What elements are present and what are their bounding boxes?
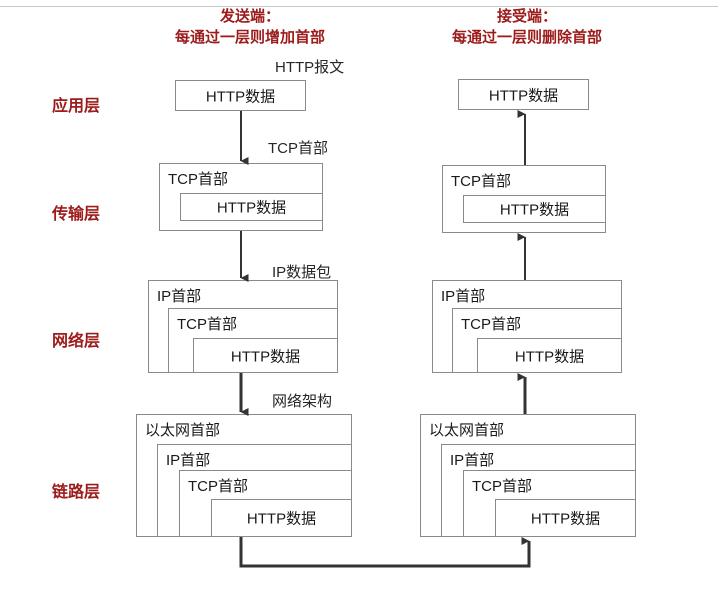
sender-link-http-box: HTTP数据 xyxy=(211,499,352,537)
receiver-link-tcp-label: TCP首部 xyxy=(472,478,533,495)
layer-label-transport: 传输层 xyxy=(52,206,101,223)
sender-transport-tcp-label: TCP首部 xyxy=(168,171,229,188)
receiver-transport-http-box: HTTP数据 xyxy=(463,195,606,223)
sender-network-http-label: HTTP数据 xyxy=(230,348,301,365)
layer-label-application: 应用层 xyxy=(52,98,101,115)
sender-heading: 发送端： 每通过一层则增加首部 xyxy=(140,6,360,48)
sender-heading-line1: 发送端： xyxy=(219,8,280,25)
sender-link-ethernet-label: 以太网首部 xyxy=(145,422,221,439)
sender-link-tcp-box: TCP首部 HTTP数据 xyxy=(179,470,352,537)
sender-transport-tcp-box: TCP首部 HTTP数据 xyxy=(159,163,323,231)
receiver-network-http-label: HTTP数据 xyxy=(514,348,585,365)
receiver-network-tcp-label: TCP首部 xyxy=(461,316,522,333)
receiver-link-tcp-box: TCP首部 HTTP数据 xyxy=(463,470,636,537)
sender-heading-line2: 每通过一层则增加首部 xyxy=(174,29,325,46)
sender-network-tcp-label: TCP首部 xyxy=(177,316,238,333)
arrow-transmission-path xyxy=(239,537,531,568)
sender-transport-http-label: HTTP数据 xyxy=(216,199,287,217)
sender-network-ip-label: IP首部 xyxy=(157,288,202,305)
caption-http-message: HTTP报文 xyxy=(275,59,345,76)
receiver-heading-line2: 每通过一层则删除首部 xyxy=(451,29,602,46)
receiver-transport-http-label: HTTP数据 xyxy=(499,201,570,219)
layer-label-link: 链路层 xyxy=(52,484,101,501)
sender-application-http-box: HTTP数据 xyxy=(175,80,306,111)
receiver-link-ethernet-label: 以太网首部 xyxy=(429,422,505,439)
sender-network-http-box: HTTP数据 xyxy=(193,338,338,373)
sender-link-ip-label: IP首部 xyxy=(166,452,211,469)
sender-link-http-label: HTTP数据 xyxy=(246,510,317,528)
caption-ip-packet: IP数据包 xyxy=(272,264,332,281)
sender-link-tcp-label: TCP首部 xyxy=(188,478,249,495)
receiver-network-http-box: HTTP数据 xyxy=(477,338,622,373)
top-divider xyxy=(0,6,718,7)
sender-transport-http-box: HTTP数据 xyxy=(180,193,323,221)
receiver-heading: 接受端： 每通过一层则删除首部 xyxy=(412,6,642,48)
receiver-application-http-label: HTTP数据 xyxy=(488,87,559,104)
receiver-link-ethernet-box: 以太网首部 IP首部 TCP首部 HTTP数据 xyxy=(420,414,636,537)
sender-link-ethernet-box: 以太网首部 IP首部 TCP首部 HTTP数据 xyxy=(136,414,352,537)
sender-network-tcp-box: TCP首部 HTTP数据 xyxy=(168,308,338,373)
receiver-network-tcp-box: TCP首部 HTTP数据 xyxy=(452,308,622,373)
sender-network-ip-box: IP首部 TCP首部 HTTP数据 xyxy=(148,280,338,373)
sender-link-ip-box: IP首部 TCP首部 HTTP数据 xyxy=(157,444,352,537)
receiver-network-ip-box: IP首部 TCP首部 HTTP数据 xyxy=(432,280,622,373)
receiver-link-http-box: HTTP数据 xyxy=(495,499,636,537)
sender-application-http-label: HTTP数据 xyxy=(205,88,276,105)
caption-network-frame: 网络架构 xyxy=(272,393,333,410)
receiver-link-ip-box: IP首部 TCP首部 HTTP数据 xyxy=(441,444,636,537)
receiver-transport-tcp-label: TCP首部 xyxy=(451,173,512,190)
caption-tcp-header: TCP首部 xyxy=(268,140,329,157)
receiver-heading-line1: 接受端： xyxy=(496,8,557,25)
receiver-link-http-label: HTTP数据 xyxy=(530,510,601,528)
layer-label-network: 网络层 xyxy=(52,333,101,350)
receiver-transport-tcp-box: TCP首部 HTTP数据 xyxy=(442,165,606,233)
receiver-application-http-box: HTTP数据 xyxy=(458,79,589,110)
receiver-link-ip-label: IP首部 xyxy=(450,452,495,469)
receiver-network-ip-label: IP首部 xyxy=(441,288,486,305)
